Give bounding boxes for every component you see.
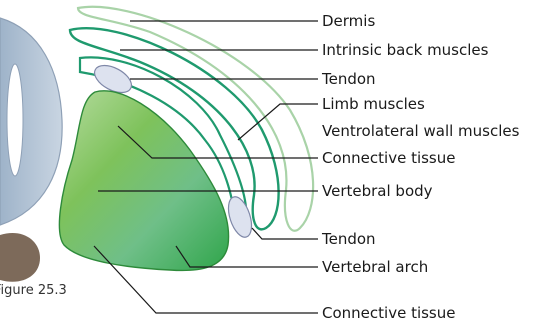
label-dermis: Dermis (322, 14, 375, 29)
label-limb-muscles: Limb muscles (322, 97, 425, 112)
vertebra-shape (59, 91, 228, 271)
figure-caption: Figure 25.3 (0, 283, 67, 298)
label-connective-tissue-lower: Connective tissue (322, 306, 455, 321)
label-intrinsic-back-muscles: Intrinsic back muscles (322, 43, 488, 58)
notochord-lumen (7, 64, 23, 176)
label-connective-tissue-upper: Connective tissue (322, 151, 455, 166)
label-vertebral-body: Vertebral body (322, 184, 433, 199)
label-vertebral-arch: Vertebral arch (322, 260, 428, 275)
label-tendon-top: Tendon (322, 72, 376, 87)
round-structure (0, 233, 40, 282)
label-tendon-bottom: Tendon (322, 232, 376, 247)
leader-limb-muscles (238, 104, 318, 140)
label-ventrolateral-wall-muscles: Ventrolateral wall muscles (322, 124, 519, 139)
